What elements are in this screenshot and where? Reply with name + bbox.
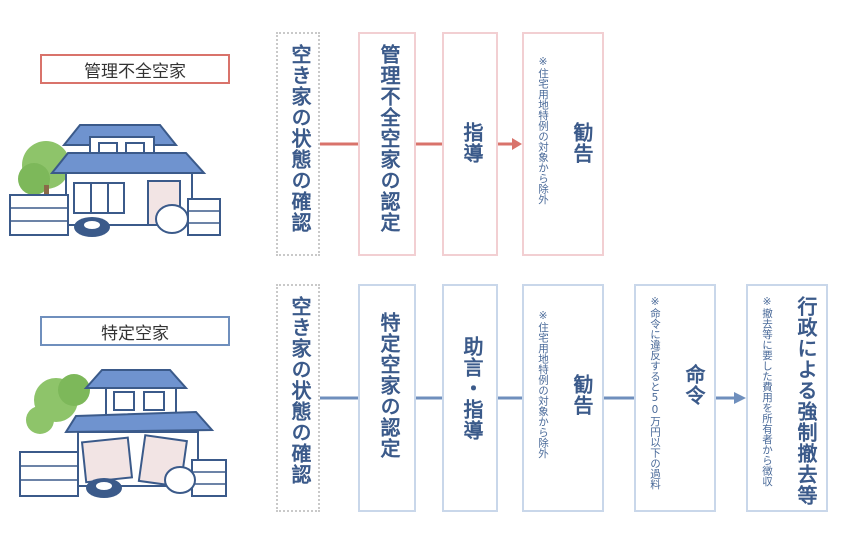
house-managed-icon	[9, 124, 221, 237]
row2-label: 特定空家	[40, 316, 230, 346]
row1-step-recommend-title: 勧告	[570, 122, 594, 164]
row2-step-recommend-note: ※住宅用地特例の対象から除外	[537, 310, 549, 459]
row1-label: 管理不全空家	[40, 54, 230, 84]
row2-step-advice-title: 助言・指導	[460, 336, 484, 441]
row2-step-recommend: ※住宅用地特例の対象から除外 勧告	[522, 284, 604, 512]
row1-step-certify-title: 管理不全空家の認定	[377, 44, 401, 233]
row1-step-recommend: ※住宅用地特例の対象から除外 勧告	[522, 32, 604, 256]
row2-step-enforce: ※撤去等に要した費用を所有者から徴収 行政による強制撤去等	[746, 284, 828, 512]
row2-step-certify-title: 特定空家の認定	[377, 312, 401, 459]
row2-step-certify: 特定空家の認定	[358, 284, 416, 512]
row2-step-order: ※命令に違反すると50万円以下の過料 命令	[634, 284, 716, 512]
row2-step-advice: 助言・指導	[442, 284, 498, 512]
row2-step-enforce-title: 行政による強制撤去等	[794, 296, 818, 506]
row2-step-enforce-note: ※撤去等に要した費用を所有者から徴収	[761, 296, 773, 487]
row2-step-confirm: 空き家の状態の確認	[276, 284, 320, 512]
house-specified-icon	[19, 369, 227, 498]
row2-step-recommend-title: 勧告	[570, 374, 594, 416]
row1-step-confirm-title: 空き家の状態の確認	[288, 44, 312, 233]
row1-step-recommend-note: ※住宅用地特例の対象から除外	[537, 56, 549, 205]
row1-step-confirm: 空き家の状態の確認	[276, 32, 320, 256]
row1-step-guidance: 指導	[442, 32, 498, 256]
row1-step-certify: 管理不全空家の認定	[358, 32, 416, 256]
row2-step-order-title: 命令	[682, 364, 706, 406]
row2-step-confirm-title: 空き家の状態の確認	[288, 296, 312, 485]
row1-step-guidance-title: 指導	[460, 122, 484, 164]
row2-step-order-note: ※命令に違反すると50万円以下の過料	[649, 296, 661, 490]
